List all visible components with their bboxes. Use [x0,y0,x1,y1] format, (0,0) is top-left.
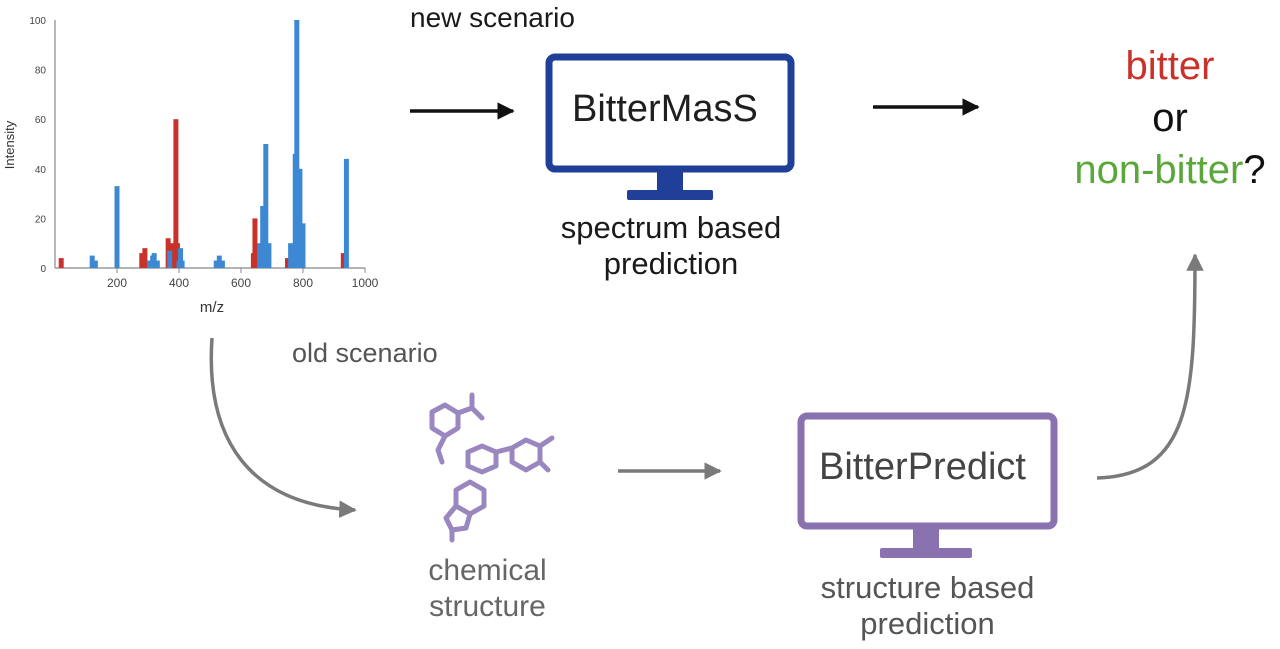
spectrum-based-prediction-caption: spectrum based prediction [545,210,797,282]
non-bitter-word: non-bitter [1074,148,1244,192]
mass-spectrum-chart: 200 400 600 800 1000 0 20 40 60 80 100 m/z Intens… [2,16,379,316]
spectrum-bar [294,20,300,268]
x-tick-label: 200 [107,276,127,290]
chemical-structure-caption: chemical structure [405,553,570,625]
spectrum-bar [257,243,263,268]
arrow-bitterpredict-to-output [1096,253,1204,480]
caption-line: chemical [428,554,547,587]
caption-line: structure [429,590,546,623]
y-tick-labels: 0 20 40 60 80 100 [29,16,46,275]
y-tick-label: 0 [40,264,46,275]
caption-line: prediction [860,606,995,641]
spectrum-bar [213,260,219,268]
spectrum-bar [252,218,258,268]
spectrum-bar [151,253,157,268]
caption-line: prediction [603,246,739,281]
spectrum-bar [174,243,180,268]
spectrum-bar [142,248,148,268]
spectrum-bar [167,250,173,268]
spectrum-bar [170,243,176,268]
old-scenario-label: old scenario [292,338,438,368]
spectrum-bar [178,248,184,268]
x-tick-label: 1000 [352,276,379,290]
structure-based-prediction-caption: structure based prediction [795,570,1060,642]
question-mark: ? [1243,148,1266,192]
spectrum-bar [154,260,160,268]
y-tick-label: 20 [35,214,47,225]
spectrum-bar [92,260,98,268]
caption-line: structure based [820,570,1035,605]
outcome-non-bitter: non-bitter? [1055,144,1280,196]
bitterpredict-monitor-icon [797,412,1058,558]
spectrum-bar [343,158,349,268]
spectrum-bar [216,255,222,268]
spectrum-bar [58,258,64,268]
spectrum-bar [179,260,185,268]
x-tick-label: 600 [231,276,251,290]
y-tick-label: 40 [35,165,47,176]
x-axis-label: m/z [200,299,224,316]
spectrum-bar [263,144,269,268]
y-tick-label: 60 [35,115,47,126]
spectrum-bar [297,168,303,268]
bittermass-title: BitterMasS [572,88,758,130]
y-tick-label: 100 [29,16,46,27]
spectrum-bar [266,243,272,268]
spectrum-bar [147,260,153,268]
chemical-structure-icon [429,392,555,543]
spectrum-bar [139,253,145,268]
y-tick-label: 80 [35,66,47,77]
spectrum-bars [58,20,349,268]
new-scenario-label: new scenario [410,2,575,33]
caption-line: spectrum based [560,210,782,245]
spectrum-bar [260,206,266,268]
spectrum-bar [285,258,290,268]
spectrum-bar [340,253,346,268]
x-tick-label: 400 [169,276,189,290]
spectrum-bar [300,223,306,268]
spectrum-bar [219,260,225,268]
spectrum-bar [89,255,95,268]
bittermass-monitor-icon [545,53,795,200]
x-tick-labels: 200 400 600 800 1000 [107,268,379,290]
spectrum-bar [288,243,294,268]
outcome-or: or [1152,96,1188,140]
x-tick-label: 800 [293,276,313,290]
y-axis-label: Intensity [2,120,17,169]
bitterpredict-title: BitterPredict [819,446,1026,488]
arrow-spectrum-to-structure [209,337,357,518]
spectrum-bar [114,186,120,268]
spectrum-bar [173,119,179,268]
outcome-bitter: bitter [1125,44,1215,88]
